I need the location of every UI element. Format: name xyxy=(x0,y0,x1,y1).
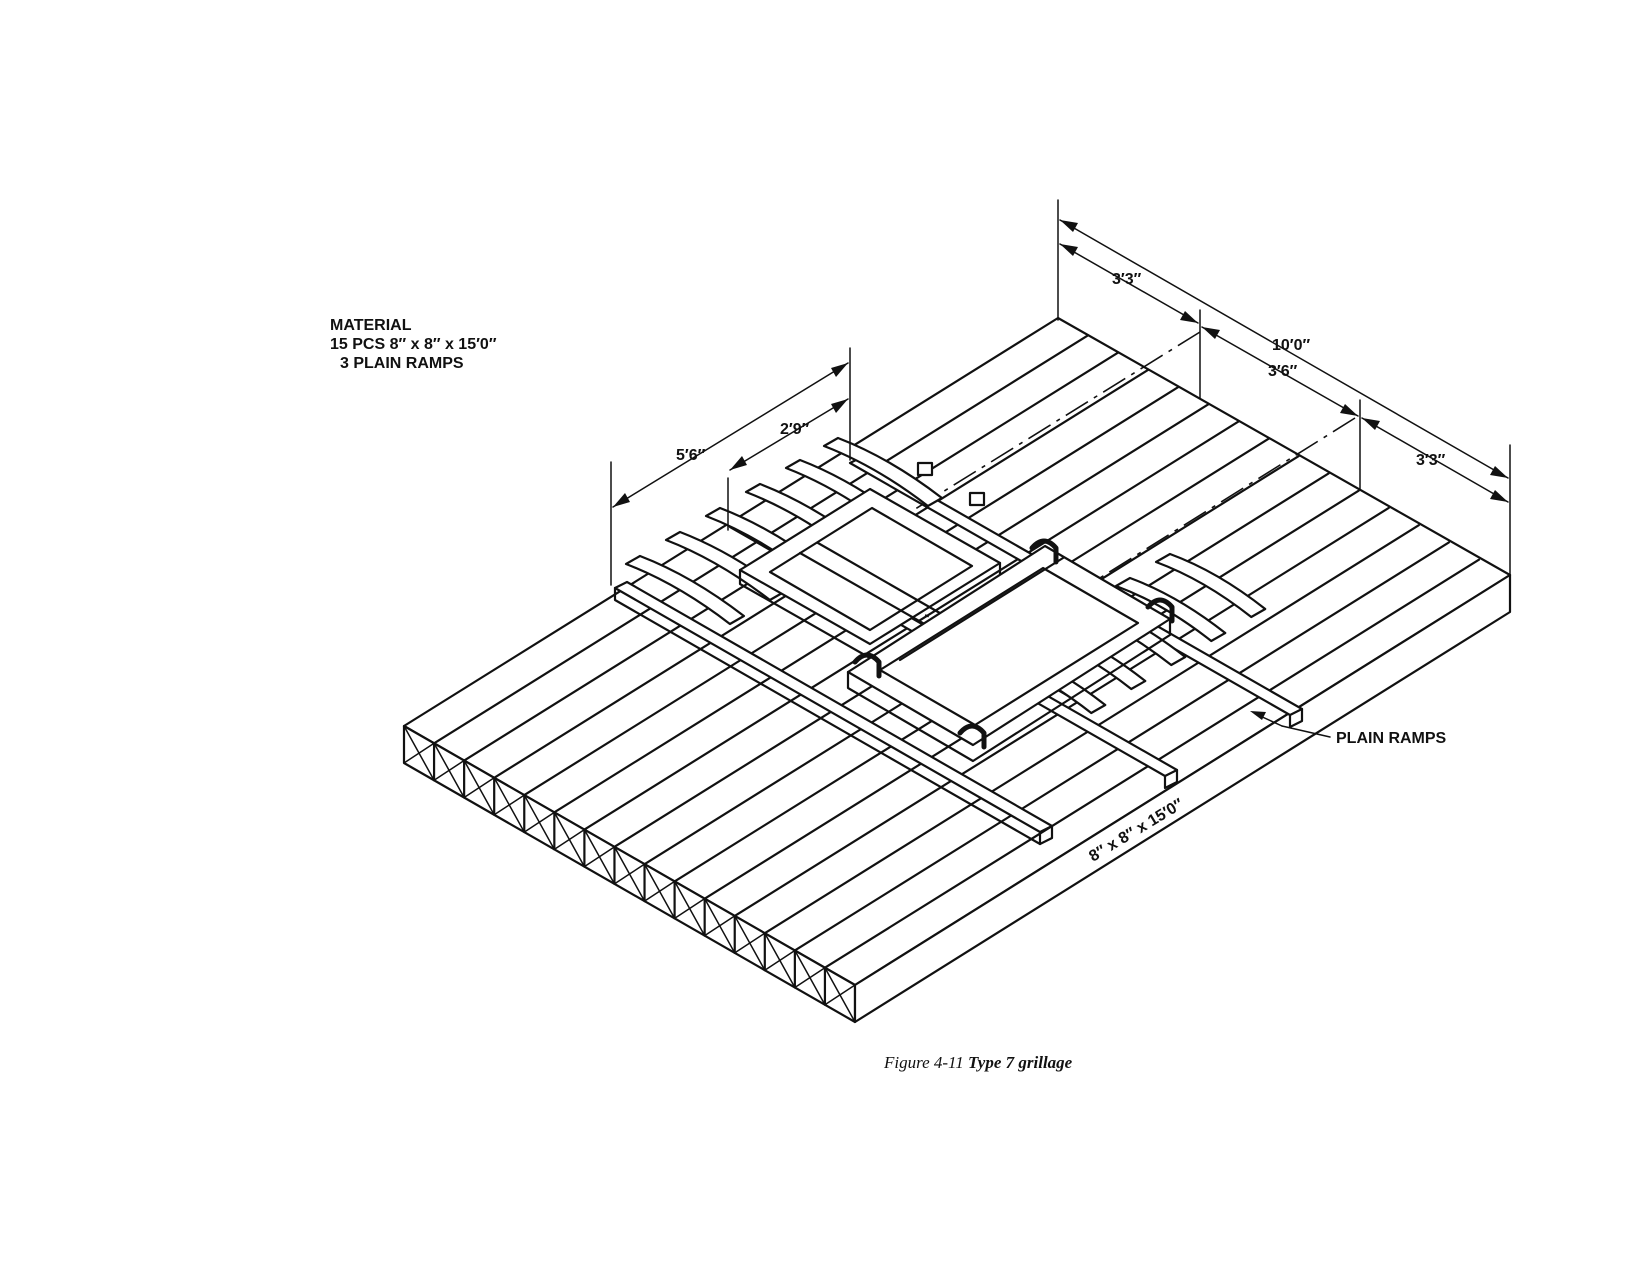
timber-end-cross xyxy=(583,846,616,868)
material-ramps: 3 PLAIN RAMPS xyxy=(340,355,464,372)
wheel-chock xyxy=(1154,552,1267,619)
plain-ramp xyxy=(613,580,1054,846)
dimension-labels: 3′3″ 10′0″ 3′6″ 3′3″ 5′6″ 2′9″ xyxy=(676,271,1446,469)
dim-label-5-6: 5′6″ xyxy=(676,447,706,464)
plain-ramps-leader xyxy=(1281,725,1331,738)
caption-title: Type 7 grillage xyxy=(968,1053,1073,1072)
dim-line-3-3-right xyxy=(1361,417,1509,503)
dim-line-3-3-top xyxy=(1059,243,1199,324)
timber-end-cross xyxy=(703,915,736,937)
timber-end-cross xyxy=(794,966,826,989)
upper-frame-inner xyxy=(768,506,974,632)
timber-end-cross xyxy=(553,828,586,851)
frame-bracket xyxy=(1029,538,1059,565)
wheel-chock xyxy=(822,436,944,508)
lower-frame-inner xyxy=(878,566,1140,727)
frame-bracket xyxy=(1145,597,1175,624)
dimension-lines xyxy=(610,199,1511,586)
wheel-chock xyxy=(624,554,746,626)
timber-end-cross xyxy=(643,880,676,902)
timber-end-cross xyxy=(673,897,706,920)
frame-bracket xyxy=(957,723,987,750)
timber-end-cross xyxy=(613,863,646,885)
plain-ramps-label: PLAIN RAMPS xyxy=(1336,730,1447,747)
timber-end-cross xyxy=(733,932,766,954)
material-heading: MATERIAL xyxy=(330,317,412,334)
timber-end-crosses xyxy=(403,725,856,1023)
timber-end-cross xyxy=(433,759,465,782)
dimension-arrowheads xyxy=(613,220,1508,507)
dim-line-10-0 xyxy=(1059,219,1509,479)
timber-end-cross xyxy=(523,811,556,833)
dim-line-3-6 xyxy=(1201,326,1359,417)
material-timbers: 15 PCS 8″ x 8″ x 15′0″ xyxy=(330,336,497,353)
timber-end-cross xyxy=(463,777,495,799)
dim-label-3-6: 3′6″ xyxy=(1268,363,1298,380)
dim-line-5-6 xyxy=(612,362,849,508)
tie-clip xyxy=(968,491,986,507)
material-list: MATERIAL 15 PCS 8″ x 8″ x 15′0″ 3 PLAIN … xyxy=(330,317,497,372)
dim-label-3-3-top: 3′3″ xyxy=(1112,271,1142,288)
timber-end-cross xyxy=(403,742,435,764)
dim-label-2-9: 2′9″ xyxy=(780,421,810,438)
timber-end-cross xyxy=(824,984,856,1006)
caption-prefix: Figure 4-11 xyxy=(883,1053,968,1072)
tie-clip xyxy=(916,461,934,477)
dim-label-10-0: 10′0″ xyxy=(1272,337,1311,354)
figure-caption: Figure 4-11 Type 7 grillage xyxy=(883,1053,1073,1072)
timber-end-cross xyxy=(764,949,796,971)
dim-label-3-3-right: 3′3″ xyxy=(1416,452,1446,469)
dim-line-2-9 xyxy=(729,398,849,471)
lower-frame xyxy=(846,538,1175,763)
timber-end-cross xyxy=(493,794,526,816)
frame-bracket xyxy=(852,652,882,679)
